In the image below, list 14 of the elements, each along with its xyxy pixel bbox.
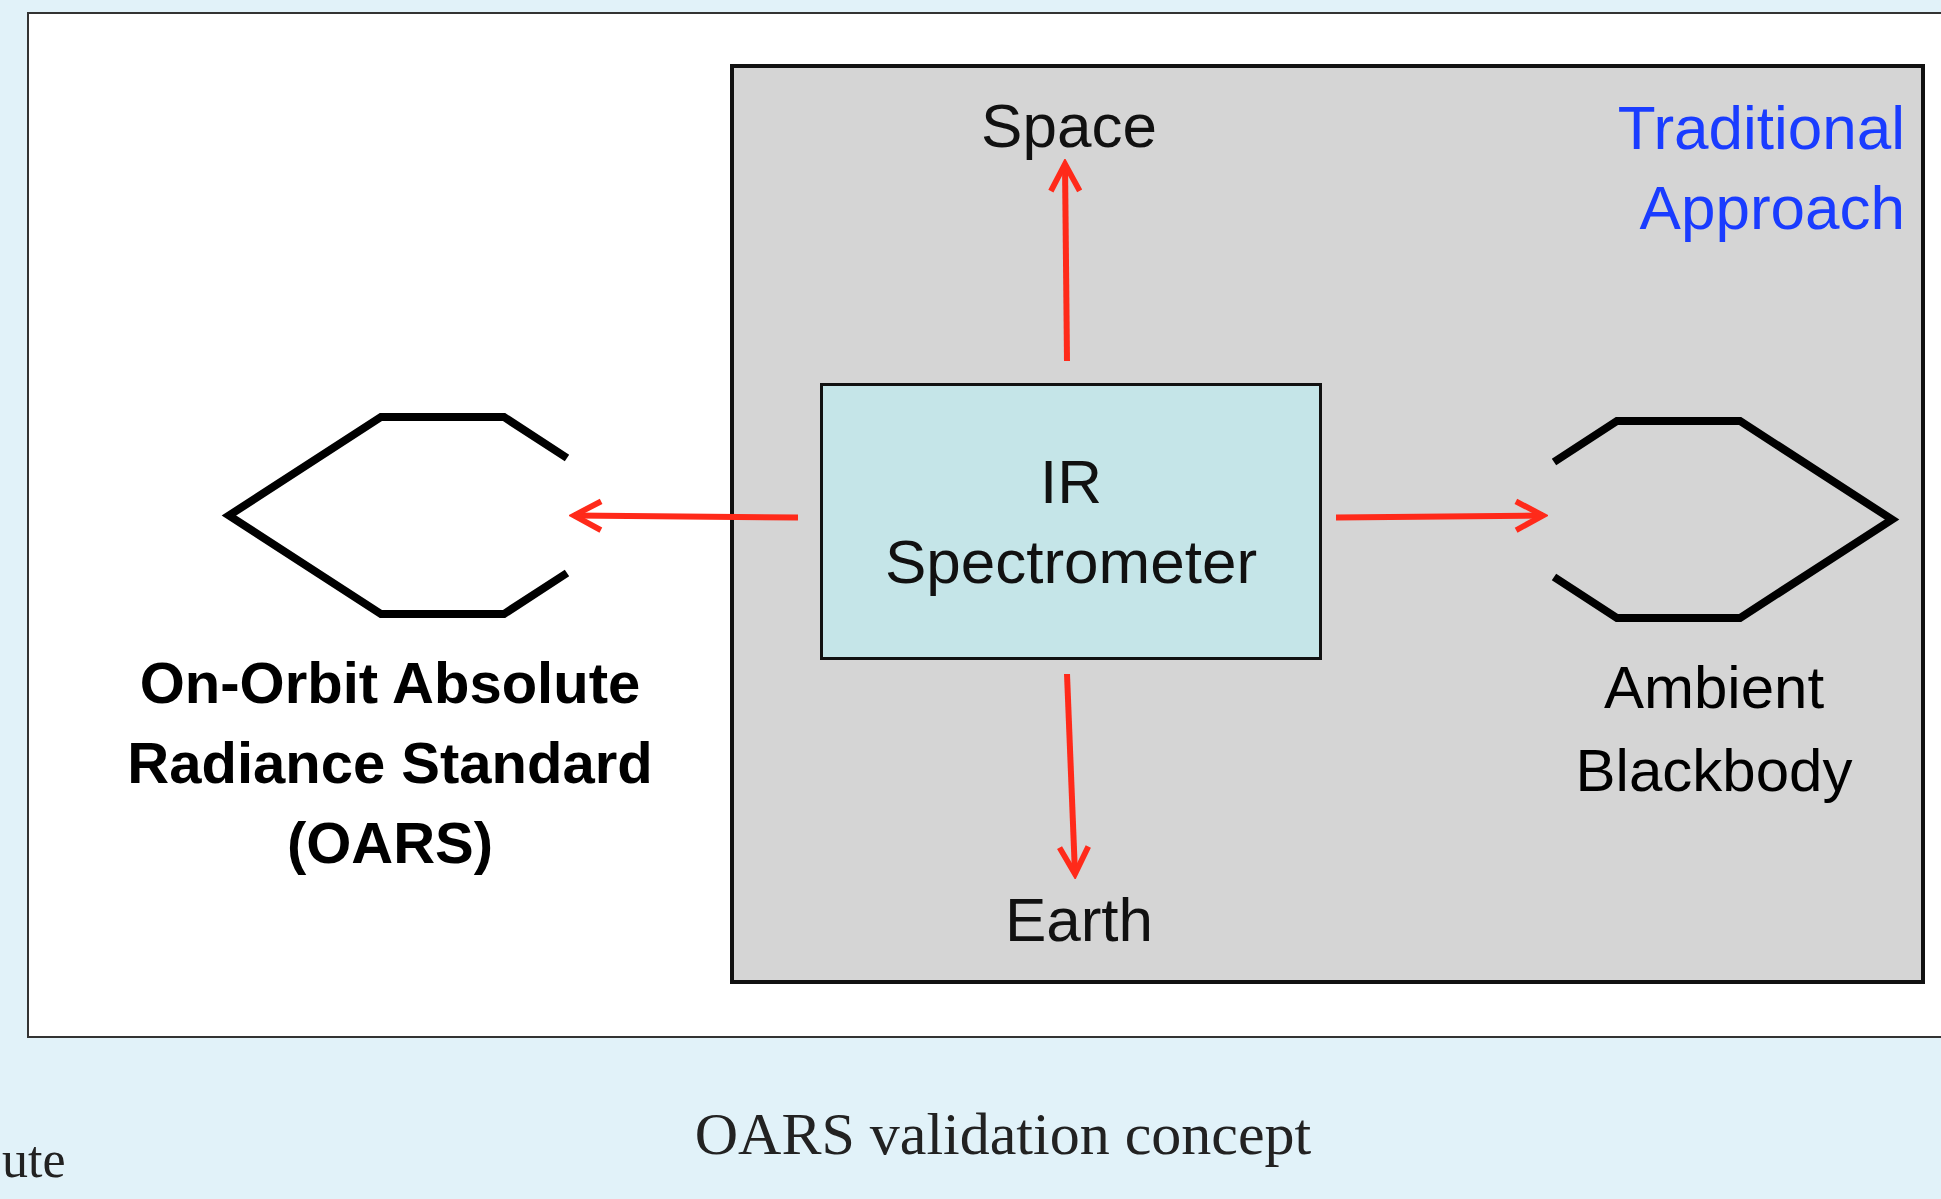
box-label: IR Spectrometer bbox=[883, 445, 1259, 598]
arrow bbox=[1335, 498, 1546, 534]
text-fragment: ute bbox=[2, 1130, 66, 1189]
caption: OARS validation concept bbox=[693, 1100, 1313, 1169]
panel-title: Traditional Approach bbox=[1616, 92, 1905, 244]
target-label: Earth bbox=[949, 882, 1209, 958]
arrow bbox=[1056, 673, 1092, 877]
cavity-label: On-Orbit Absolute Radiance Standard (OARS) bbox=[126, 649, 654, 878]
arrow bbox=[571, 498, 799, 533]
cavity-label: Ambient Blackbody bbox=[1574, 653, 1854, 806]
arrow bbox=[1048, 161, 1083, 362]
approach-panel bbox=[730, 64, 1925, 984]
instrument-box bbox=[820, 383, 1322, 660]
target-label: Space bbox=[939, 88, 1199, 164]
